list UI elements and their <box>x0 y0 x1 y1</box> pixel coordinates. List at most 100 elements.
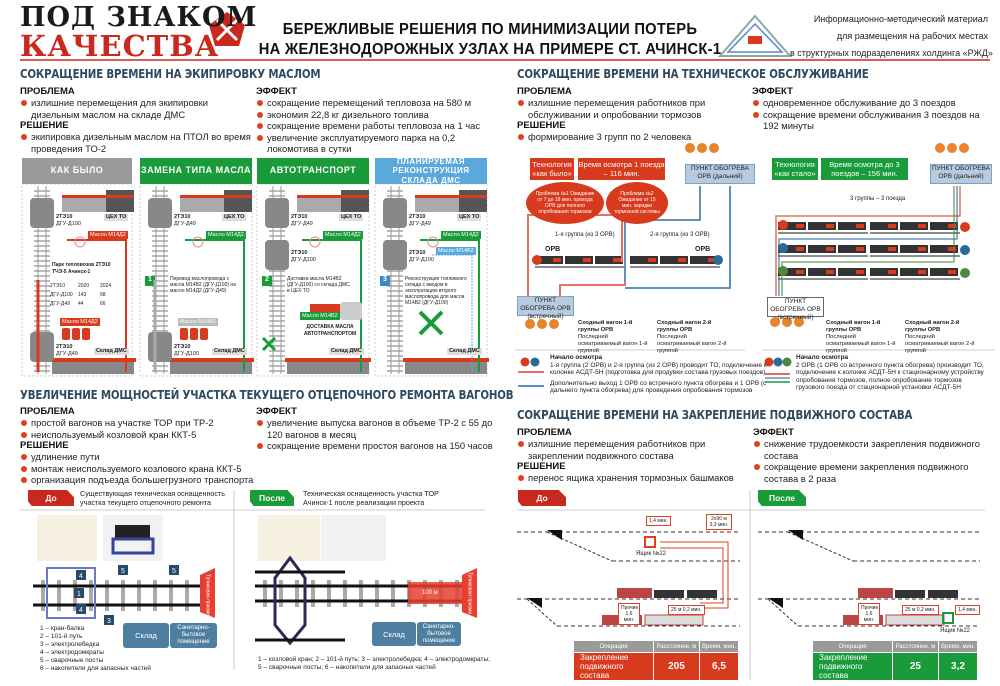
shop-label: ЦЕХ ТО <box>104 214 129 221</box>
locomotive <box>858 588 893 598</box>
park-table-cell: ДГУ-Д100 <box>50 292 73 298</box>
sleeper <box>359 580 363 607</box>
wagon-logo <box>826 247 834 251</box>
park-table-cell: 2020 <box>78 283 90 289</box>
track-sleeper <box>152 275 168 277</box>
bullet-item: формирование 3 групп по 2 человека <box>517 131 752 143</box>
bullet-item: простой вагонов на участке ТОР при ТР-2 <box>20 417 260 429</box>
park-table-cell: 2ТЭ10 <box>50 283 65 289</box>
maintenance-art <box>518 143 970 387</box>
oil-panels-art <box>30 186 489 374</box>
bullet-item: сокращение времени простоя вагонов на 15… <box>256 440 496 452</box>
worker-icon <box>525 319 535 329</box>
problem-heading: ПРОБЛЕМА <box>517 86 572 97</box>
walk-route <box>660 547 724 604</box>
store-roof <box>50 358 136 362</box>
truck-icon <box>340 302 362 320</box>
section-maintenance-title: СОКРАЩЕНИЕ ВРЕМЕНИ НА ТЕХНИЧЕСКОЕ ОБСЛУЖ… <box>517 67 869 81</box>
store-label: Склад ДМС <box>329 348 364 355</box>
oil-label-2: Масло М14В2 <box>436 247 476 255</box>
step-number-badge <box>380 276 390 286</box>
heating-point-far-after: ПУНКТ ОБОГРЕВА ОРВ (дальний) <box>930 164 992 184</box>
park-table-cell: 143 <box>78 292 87 298</box>
track-sleeper <box>387 325 403 327</box>
store-roof <box>403 358 489 362</box>
switch-line <box>767 598 799 627</box>
worker-icon <box>549 319 559 329</box>
logo-text-top: ПОД ЗНАКОМ <box>20 2 258 33</box>
box-label-before: Ящик №22 <box>636 551 667 557</box>
legend-marker <box>764 357 774 367</box>
shoe-box-before <box>644 536 656 548</box>
bullet-item: экономия 22,8 кг дизельного топлива <box>256 109 496 121</box>
walk-label: 25 м 0,2 мин. <box>668 605 705 615</box>
track-sleeper <box>34 275 50 277</box>
legend-marker <box>782 357 792 367</box>
column-header: Время, мин. <box>937 640 979 653</box>
bullet-item: снижение трудоемкости закрепления подвиж… <box>753 438 993 461</box>
track-sleeper <box>387 230 403 232</box>
sleeper <box>121 580 125 611</box>
track-sleeper <box>152 230 168 232</box>
panel-title-oil-change: ЗАМЕНА ТИПА МАСЛА <box>140 158 252 184</box>
wagon-logo <box>648 258 656 262</box>
effect-heading: ЭФФЕКТ <box>752 86 793 97</box>
sleeper <box>105 580 109 611</box>
oil-pipe <box>302 239 362 372</box>
engine-label: ДГУ-Д49 <box>291 221 313 227</box>
heating-point-near-after: ПУНКТ ОБОГРЕВА ОРВ (встречный) <box>767 297 824 321</box>
track-sleeper <box>269 190 285 192</box>
sleeper <box>137 580 141 611</box>
track-sleeper <box>34 265 50 267</box>
step-number-badge <box>262 276 272 286</box>
wagon-logo <box>948 270 956 274</box>
worker-icon <box>782 317 792 327</box>
track-sleeper <box>152 315 168 317</box>
shoe-box-after <box>942 612 954 624</box>
valve-icon <box>74 236 86 248</box>
store-label: Склад ДМС <box>212 348 247 355</box>
track-sleeper <box>269 325 285 327</box>
section-repair-title: УВЕЛИЧЕНИЕ МОЩНОСТЕЙ УЧАСТКА ТЕКУЩЕГО ОТ… <box>20 388 514 402</box>
legend-heading: Начало осмотра <box>550 354 603 361</box>
depot-tower <box>106 190 134 212</box>
length-label: 100 м <box>422 590 438 596</box>
problem-2-star: Проблема №2 Ожидание от 15 мин. зарядки … <box>606 182 668 224</box>
track-sleeper <box>269 370 285 372</box>
track-sleeper <box>152 245 168 247</box>
track-sleeper <box>269 305 285 307</box>
bullet-item: экипировка дизельным маслом на ПТОЛ во в… <box>20 131 255 154</box>
track-sleeper <box>269 350 285 352</box>
wagon <box>654 590 684 598</box>
column-header: Время, мин. <box>698 640 740 653</box>
rack-photo-after <box>258 515 320 561</box>
section-oil-title: СОКРАЩЕНИЕ ВРЕМЕНИ НА ЭКИПИРОВКУ МАСЛОМ <box>20 67 321 81</box>
switch-marker <box>788 530 803 540</box>
time-after-label: Время осмотра до 3 поездов – 156 мин. <box>821 158 908 180</box>
tunnel-label: Тупиковая призма <box>204 573 211 617</box>
jig-photo-after <box>321 515 386 561</box>
store-building <box>170 362 252 374</box>
worker-icon <box>770 317 780 327</box>
section-repair-effect: ЭФФЕКТ увеличение выпуска вагонов в объе… <box>256 406 496 452</box>
info-line-2: для размещения на рабочих местах <box>836 31 988 41</box>
group-marker <box>960 222 970 232</box>
track-sleeper <box>152 285 168 287</box>
oil-label: Масло М14В2 <box>178 318 218 326</box>
depot-tower <box>341 190 369 212</box>
column-header: Операция <box>573 640 654 653</box>
operation-cell: Закрепление подвижного состава <box>812 652 893 681</box>
passenger-car <box>885 614 945 626</box>
wagon <box>535 256 563 264</box>
track-sleeper <box>152 295 168 297</box>
oil-barrel-icon <box>62 328 70 340</box>
securing-art <box>517 530 980 627</box>
track-sleeper <box>152 270 168 272</box>
track-sleeper <box>269 315 285 317</box>
track-sleeper <box>34 245 50 247</box>
solution-heading: РЕШЕНИЕ <box>517 120 566 131</box>
wagon <box>808 268 836 276</box>
